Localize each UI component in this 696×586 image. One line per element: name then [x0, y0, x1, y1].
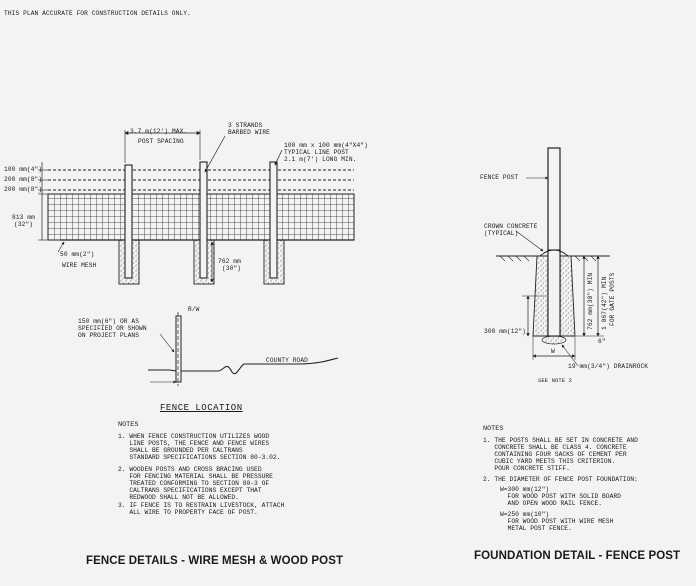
- fence-location-title: FENCE LOCATION: [160, 403, 243, 413]
- right-note-1: 1. THE POSTS SHALL BE SET IN CONCRETE AN…: [483, 437, 638, 473]
- strands-label-1: 3 STRANDS: [228, 122, 263, 129]
- dim-200a: 200 mm(8"): [4, 176, 43, 183]
- left-note-2: 2. WOODEN POSTS AND CROSS BRACING USED F…: [118, 466, 273, 502]
- fence-elevation: [38, 130, 355, 285]
- drainrock-label: 19 mm(3/4") DRAINROCK: [568, 363, 649, 370]
- left-sheet-title: FENCE DETAILS - WIRE MESH & WOOD POST: [86, 555, 344, 567]
- dim-1067-vertical: 1 067(42") MIN: [601, 276, 608, 330]
- fence-location-sketch: [148, 312, 339, 386]
- span-label: 3.7 m(12') MAX.: [130, 128, 188, 135]
- wire-mesh-label: WIRE MESH: [62, 262, 97, 269]
- right-sheet-title: FOUNDATION DETAIL - FENCE POST: [474, 550, 681, 562]
- dim-762-vertical: 762 mm(30") MIN: [587, 272, 594, 330]
- line-post-label-1: 100 mm x 100 mm(4"X4"): [284, 142, 368, 149]
- right-note-2: 2. THE DIAMETER OF FENCE POST FOUNDATION…: [483, 476, 638, 483]
- foundation-detail: [496, 147, 610, 367]
- right-note-w2: W=250 mm(10") FOR WOOD POST WITH WIRE ME…: [500, 511, 614, 533]
- gate-posts-vertical: FOR GATE POSTS: [609, 272, 616, 326]
- left-note-1: 1. WHEN FENCE CONSTRUCTION UTILIZES WOOD…: [118, 433, 281, 462]
- line-post-label-3: 2.1 m(7') LONG MIN.: [284, 156, 357, 163]
- post-spacing-label: POST SPACING: [138, 138, 184, 145]
- line-post: [269, 161, 278, 279]
- crown-label-2: (TYPICAL): [484, 230, 519, 237]
- left-note-3: 3. IF FENCE IS TO RESTRAIN LIVESTOCK, AT…: [118, 502, 285, 517]
- right-notes-heading: NOTES: [483, 425, 504, 433]
- right-note-w1: W=300 mm(12") FOR WOOD POST WITH SOLID B…: [500, 486, 621, 508]
- dim-100: 100 mm(4"): [4, 166, 43, 173]
- dim-813b: (32"): [14, 221, 34, 228]
- see-note-label: SEE NOTE 2: [538, 377, 573, 384]
- dim-762b: (30"): [222, 265, 242, 272]
- line-post: [199, 161, 208, 279]
- dim-300: 300 mm(12"): [484, 328, 526, 335]
- dim-762a: 762 mm: [218, 258, 241, 265]
- line-post-label-2: TYPICAL LINE POST: [284, 149, 349, 156]
- dim-50: 50 mm(2"): [60, 251, 95, 258]
- dim-200b: 200 mm(8"): [4, 186, 43, 193]
- offset-label-1: 150 mm(6") OR AS: [78, 318, 140, 325]
- fence-post-label: FENCE POST: [480, 174, 519, 181]
- left-notes-heading: NOTES: [118, 421, 139, 429]
- line-post: [124, 164, 133, 279]
- county-road-label: COUNTY ROAD: [266, 357, 308, 364]
- header-note: THIS PLAN ACCURATE FOR CONSTRUCTION DETA…: [4, 10, 191, 17]
- w-label: W: [551, 348, 555, 355]
- offset-label-2: SPECIFIED OR SHOWN: [78, 325, 147, 332]
- dim-6: 6": [598, 338, 606, 345]
- location-post: [175, 315, 182, 383]
- dim-813a: 813 mm: [12, 214, 35, 221]
- offset-label-3: ON PROJECT PLANS: [78, 332, 140, 339]
- ground-profile: [148, 357, 339, 375]
- rw-label: R/W: [188, 306, 200, 313]
- crown-label-1: CROWN CONCRETE: [484, 223, 538, 230]
- strands-label-2: BARBED WIRE: [228, 129, 270, 136]
